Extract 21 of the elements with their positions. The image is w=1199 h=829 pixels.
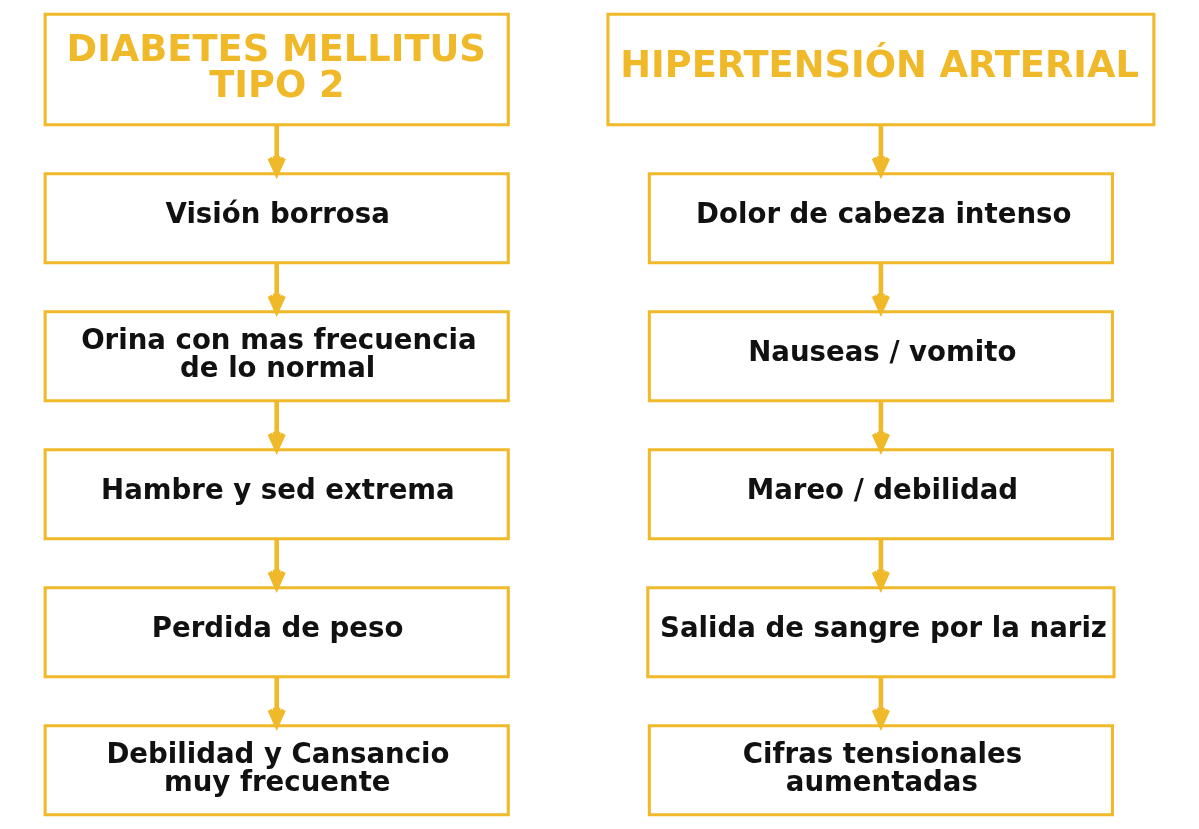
node-box: Cifras tensionales aumentadas <box>647 724 1114 817</box>
arrow <box>871 401 891 452</box>
arrow <box>871 124 891 176</box>
arrow <box>267 263 286 314</box>
arrow <box>871 677 891 728</box>
arrow <box>871 539 891 590</box>
arrow <box>871 263 891 314</box>
node-box: HIPERTENSIÓN ARTERIAL <box>606 12 1156 127</box>
node-box: Visión borrosa <box>43 172 510 265</box>
node-box: Mareo / debilidad <box>647 448 1114 541</box>
arrow <box>267 401 286 452</box>
node-box: Dolor de cabeza intenso <box>647 172 1114 265</box>
node-box: Nauseas / vomito <box>647 310 1114 403</box>
node-box: Debilidad y Cansancio muy frecuente <box>43 724 510 817</box>
node-box: DIABETES MELLITUS TIPO 2 <box>43 12 510 127</box>
node-box: Hambre y sed extrema <box>43 448 510 541</box>
arrow <box>267 677 286 728</box>
node-box: Perdida de peso <box>43 586 510 679</box>
node-box: Orina con mas frecuencia de lo normal <box>43 310 510 403</box>
node-box: Salida de sangre por la nariz <box>646 586 1116 679</box>
arrow <box>267 539 286 590</box>
